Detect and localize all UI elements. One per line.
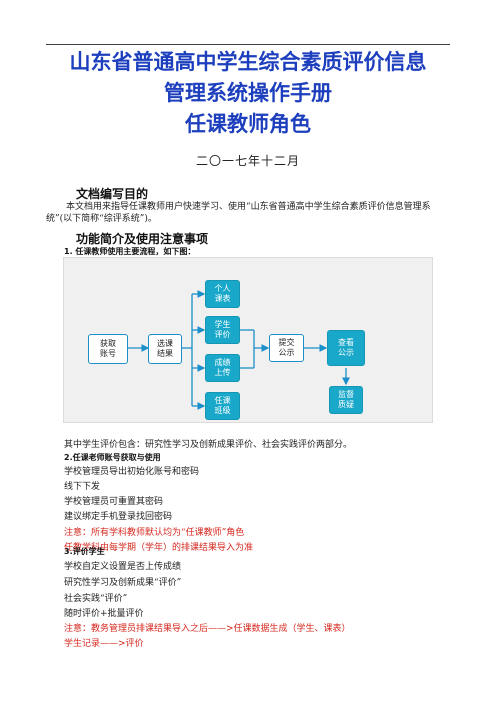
item2-note: 任教学科由每学期（学年）的排课结果导入为准	[64, 543, 254, 553]
node-submit-publish: 提交 公示	[269, 334, 304, 362]
doc-date: 二〇一七年十二月	[195, 154, 300, 168]
item2-heading: 2.任课老师账号获取与使用	[64, 453, 161, 462]
item2-line: 学校管理员导出初始化账号和密码	[64, 467, 200, 477]
item1-heading: 1. 任课教师使用主要流程，如下图：	[64, 247, 196, 256]
node-supervise-quality: 监督 质疑	[329, 386, 363, 414]
doc-title-line2: 管理系统操作手册	[164, 81, 332, 105]
node-personal-schedule: 个人 课表	[205, 280, 240, 308]
item3-line: 社会实践“评价”	[64, 594, 128, 604]
item3-line: 研究性学习及创新成果“评价”	[64, 578, 182, 588]
node-view-publish: 查看 公示	[327, 330, 365, 366]
node-student-eval: 学生 评价	[205, 316, 240, 344]
node-course-result: 选课 结果	[148, 334, 182, 364]
doc-title-role: 任课教师角色	[185, 112, 311, 136]
item2-note: 注意：所有学科教师默认均为“任课教师”角色	[64, 528, 245, 538]
node-teaching-class: 任课 班级	[205, 392, 240, 420]
header-rule	[46, 44, 450, 45]
item3-line: 学校自定义设置是否上传成绩	[64, 562, 182, 572]
item3-note: 学生记录——>评价	[64, 639, 144, 649]
item2-line: 学校管理员可重置其密码	[64, 497, 164, 507]
doc-title-line1: 山东省普通高中学生综合素质评价信息	[69, 50, 427, 74]
workflow-diagram: 获取 账号 选课 结果 个人 课表 学生 评价 成绩 上传 任课 班级 提交 公…	[63, 257, 433, 423]
item2-line: 线下下发	[64, 482, 101, 492]
item2-line: 建议绑定手机登录找回密码	[64, 512, 173, 522]
workflow-connectors	[128, 290, 350, 410]
node-grade-upload: 成绩 上传	[205, 354, 240, 382]
item3-heading: 3.评价学生	[64, 547, 105, 556]
section-heading-features: 功能简介及使用注意事项	[76, 232, 209, 246]
section-heading-purpose: 文档编写目的	[76, 187, 149, 201]
node-get-account: 获取 账号	[88, 334, 128, 364]
student-eval-description: 其中学生评价包含：研究性学习及创新成果评价、社会实践评价两部分。	[64, 440, 353, 450]
purpose-paragraph: 本文档用来指导任课教师用户快速学习、使用“山东省普通高中学生综合素质评价信息管理…	[46, 202, 431, 224]
item3-line: 随时评价+批量评价	[64, 609, 144, 619]
item3-note: 注意：教务管理员排课结果导入之后——>任课数据生成（学生、课表）	[64, 624, 351, 634]
